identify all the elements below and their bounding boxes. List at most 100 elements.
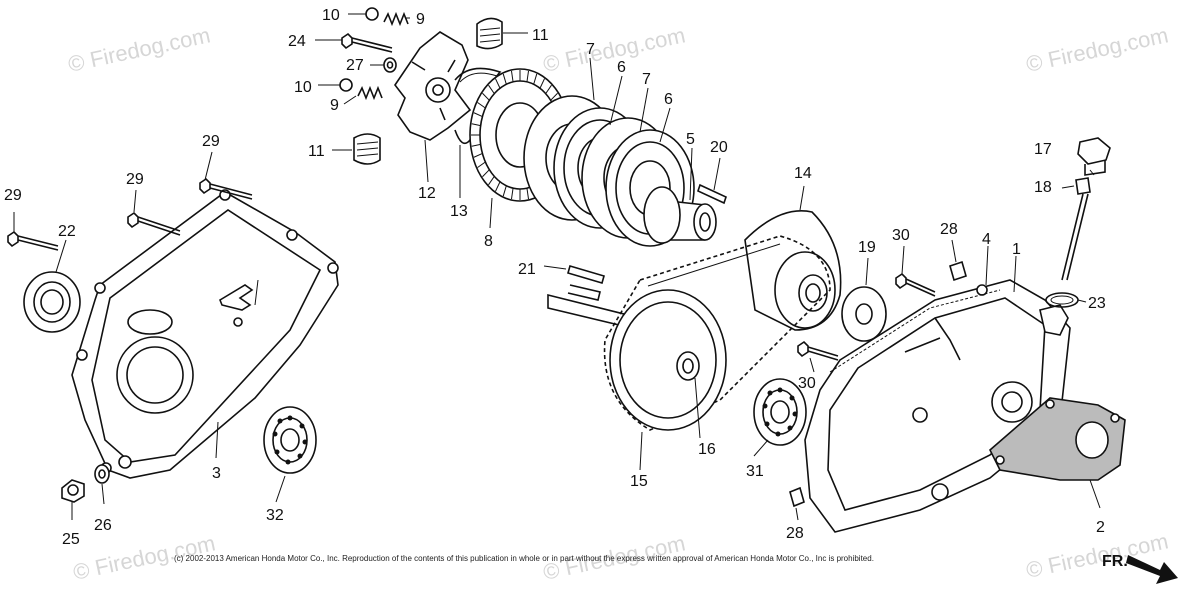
side-cover-2 <box>989 397 1126 481</box>
callout-9a: 9 <box>416 11 425 28</box>
oil-filler-cap-17 <box>1077 137 1111 176</box>
disc-tick <box>488 84 495 94</box>
washer-19 <box>841 286 887 342</box>
washer-27 <box>383 57 397 73</box>
callout-30a: 30 <box>892 227 910 244</box>
callout-23: 23 <box>1088 295 1106 312</box>
callout-5: 5 <box>686 131 695 148</box>
cap-nut-10-lower <box>339 78 353 92</box>
callout-13: 13 <box>450 203 468 220</box>
disc-tick <box>510 188 514 200</box>
callout-28b: 28 <box>786 525 804 542</box>
bolt-24 <box>341 32 393 53</box>
disc-tick <box>526 188 530 200</box>
disc-tick <box>526 70 530 82</box>
callout-numbers: 1 2 3 4 5 6 6 7 7 8 9 9 10 10 11 11 12 1… <box>4 7 1106 548</box>
callout-8: 8 <box>484 233 493 250</box>
front-label: FR. <box>1102 553 1128 570</box>
callout-4: 4 <box>982 231 991 248</box>
callout-10a: 10 <box>322 7 340 24</box>
dowel-pin-28-upper <box>949 260 967 282</box>
key-21 <box>567 265 605 284</box>
callout-16: 16 <box>698 441 716 458</box>
right-transmission-case-1 <box>804 279 1071 533</box>
weight-11-top <box>476 17 503 50</box>
callout-7b: 7 <box>642 71 651 88</box>
weight-11-lower <box>353 133 381 165</box>
callout-11b: 11 <box>308 143 325 160</box>
disc-tick <box>502 185 507 197</box>
disc-tick <box>502 73 507 85</box>
disc-tick <box>539 78 545 89</box>
callout-3: 3 <box>212 465 221 482</box>
cap-nut-10-top <box>365 7 379 21</box>
spring-9-lower <box>357 85 383 101</box>
callout-10b: 10 <box>294 79 312 96</box>
disc-tick <box>550 92 558 101</box>
bolts-30 <box>797 272 936 361</box>
callout-6a: 6 <box>617 59 626 76</box>
callout-14: 14 <box>794 165 812 182</box>
leader-lines <box>13 13 1101 521</box>
front-direction-arrow: FR. <box>1102 553 1178 584</box>
callout-29a: 29 <box>4 187 22 204</box>
o-ring-23 <box>1045 292 1079 308</box>
callout-31: 31 <box>746 463 764 480</box>
callout-12: 12 <box>418 185 436 202</box>
callout-29c: 29 <box>202 133 220 150</box>
disc-tick <box>471 123 481 127</box>
callout-6b: 6 <box>664 91 673 108</box>
watermark: © Firedog.com <box>1024 22 1171 77</box>
callout-17: 17 <box>1034 141 1052 158</box>
copyright-notice: (c) 2002-2013 American Honda Motor Co., … <box>174 554 874 563</box>
watermark: © Firedog.com <box>66 22 213 77</box>
callout-24: 24 <box>288 33 306 50</box>
callout-2: 2 <box>1096 519 1105 536</box>
callout-27: 27 <box>346 57 364 74</box>
callout-28a: 28 <box>940 221 958 238</box>
disc-tick <box>477 161 486 168</box>
disc-tick <box>471 143 481 147</box>
left-crankcase-cover <box>71 189 339 479</box>
callout-19: 19 <box>858 239 876 256</box>
callout-29b: 29 <box>126 171 144 188</box>
callout-20: 20 <box>710 139 728 156</box>
bearing-31 <box>753 378 807 446</box>
disc-tick <box>495 181 501 192</box>
callout-1: 1 <box>1012 241 1021 258</box>
key-20 <box>697 183 727 205</box>
clutch-hub-5 <box>643 186 717 244</box>
drive-plate-12 <box>394 31 472 141</box>
callout-26: 26 <box>94 517 112 534</box>
callout-30b: 30 <box>798 375 816 392</box>
disc-tick <box>473 153 483 158</box>
callout-9b: 9 <box>330 97 339 114</box>
callout-32: 32 <box>266 507 284 524</box>
callout-11a: 11 <box>532 27 549 44</box>
callout-25: 25 <box>62 531 80 548</box>
disc-tick <box>488 176 495 186</box>
disc-tick <box>477 102 486 109</box>
disc-tick <box>533 73 538 85</box>
sprocket-15 <box>609 289 727 431</box>
callout-22: 22 <box>58 223 76 240</box>
clutch-drum-14 <box>744 210 842 331</box>
disc-tick <box>495 78 501 89</box>
gasket-4 <box>829 289 1001 373</box>
disc-tick <box>510 70 514 82</box>
callout-15: 15 <box>630 473 648 490</box>
callout-7a: 7 <box>586 41 595 58</box>
spring-9-top <box>383 11 409 27</box>
oil-seal-22 <box>23 271 81 333</box>
disc-tick <box>545 84 552 94</box>
bearing-32 <box>263 406 317 474</box>
drain-bolt-25 <box>61 479 85 503</box>
dowel-pin-28-lower <box>789 486 805 508</box>
watermark: © Firedog.com <box>1024 528 1171 583</box>
disc-tick <box>482 169 490 178</box>
watermark: © Firedog.com <box>541 22 688 77</box>
callout-21: 21 <box>518 261 536 278</box>
disc-tick <box>482 92 490 101</box>
